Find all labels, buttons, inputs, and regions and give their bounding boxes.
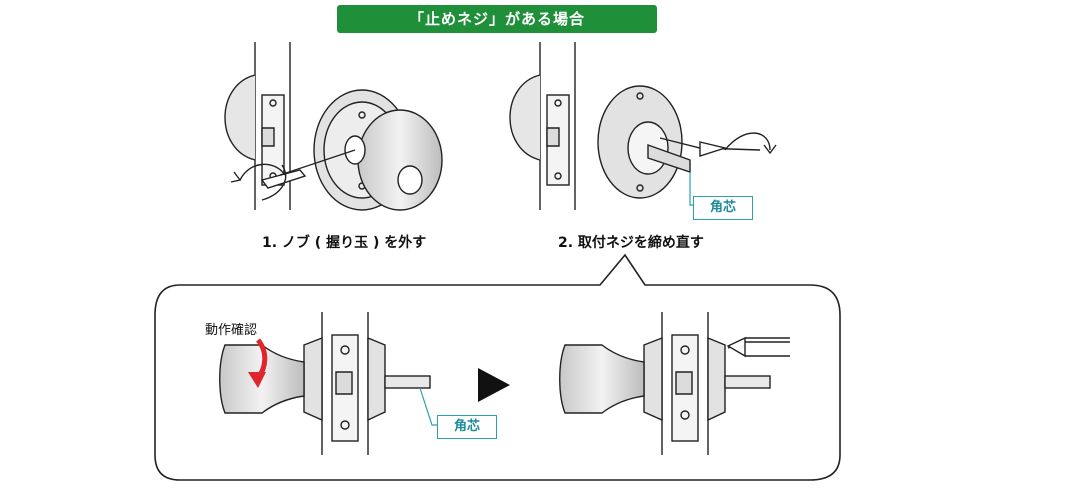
step2-caption: 2. 取付ネジを締め直す: [558, 235, 704, 251]
detail-panel-outline: [154, 253, 841, 481]
step1-illustration: [224, 42, 443, 211]
detail-right-illustration: [559, 312, 790, 455]
rotation-arrowhead-icon: [248, 372, 266, 388]
step1-caption: 1. ノブ ( 握り玉 ) を外す: [262, 235, 427, 251]
section-banner: 「止めネジ」がある場合: [337, 5, 657, 33]
next-arrow-icon: [478, 368, 510, 402]
step2-illustration: [509, 42, 777, 210]
operation-check-label: 動作確認: [205, 323, 258, 338]
core-tag-bottom: 角芯: [437, 415, 497, 439]
detail-left-illustration: [219, 312, 440, 455]
core-tag-top: 角芯: [693, 196, 753, 220]
